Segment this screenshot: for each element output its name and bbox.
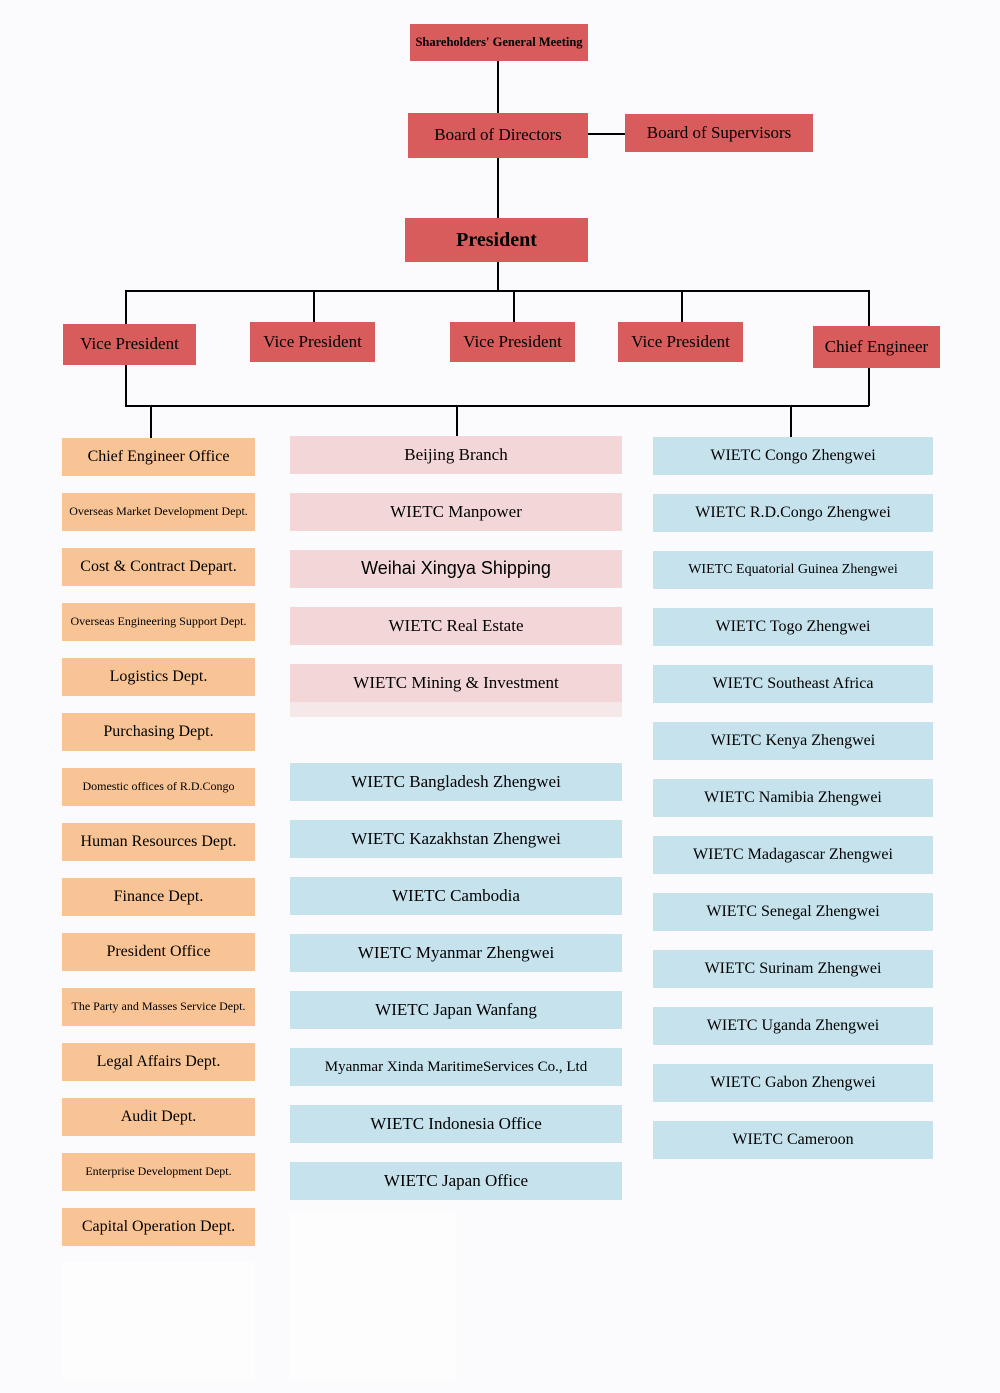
connector-line [125, 405, 869, 407]
dept-box: Capital Operation Dept. [62, 1208, 255, 1246]
connector-line [681, 290, 683, 322]
branch-box: Weihai Xingya Shipping [290, 550, 622, 588]
overseas-box: WIETC R.D.Congo Zhengwei [653, 494, 933, 532]
dept-box: Logistics Dept. [62, 658, 255, 696]
box-vice-president-4: Vice President [618, 322, 743, 362]
overseas-box: WIETC Equatorial Guinea Zhengwei [653, 551, 933, 589]
connector-line [125, 365, 127, 406]
dept-box: Legal Affairs Dept. [62, 1043, 255, 1081]
dept-box: Cost & Contract Depart. [62, 548, 255, 586]
overseas-column-middle: WIETC Bangladesh Zhengwei WIETC Kazakhst… [290, 763, 622, 1200]
connector-line [125, 290, 127, 324]
box-president: President [405, 218, 588, 262]
overseas-box: WIETC Congo Zhengwei [653, 437, 933, 475]
overseas-column-right: WIETC Congo Zhengwei WIETC R.D.Congo Zhe… [653, 437, 933, 1159]
box-vice-president-2: Vice President [250, 322, 375, 362]
branch-box: WIETC Real Estate [290, 607, 622, 645]
overseas-box: Myanmar Xinda MaritimeServices Co., Ltd [290, 1048, 622, 1086]
dept-box: Human Resources Dept. [62, 823, 255, 861]
connector-line [868, 290, 870, 326]
dept-box: Finance Dept. [62, 878, 255, 916]
overseas-box: WIETC Cameroon [653, 1121, 933, 1159]
connector-line [497, 158, 499, 218]
overseas-box: WIETC Gabon Zhengwei [653, 1064, 933, 1102]
overseas-box: WIETC Togo Zhengwei [653, 608, 933, 646]
dept-box: Overseas Engineering Support Dept. [62, 603, 255, 641]
overseas-box: WIETC Madagascar Zhengwei [653, 836, 933, 874]
connector-line [150, 405, 152, 438]
background-strip [62, 1262, 255, 1380]
overseas-box: WIETC Cambodia [290, 877, 622, 915]
box-vice-president-1: Vice President [63, 324, 196, 365]
box-board-of-supervisors: Board of Supervisors [625, 114, 813, 152]
overseas-box: WIETC Kazakhstan Zhengwei [290, 820, 622, 858]
overseas-box: WIETC Surinam Zhengwei [653, 950, 933, 988]
branch-box: WIETC Manpower [290, 493, 622, 531]
dept-box: Enterprise Development Dept. [62, 1153, 255, 1191]
branch-box: WIETC Mining & Investment [290, 664, 622, 702]
overseas-box: WIETC Japan Office [290, 1162, 622, 1200]
overseas-box: WIETC Uganda Zhengwei [653, 1007, 933, 1045]
connector-line [588, 133, 625, 135]
dept-box: Audit Dept. [62, 1098, 255, 1136]
dept-box: The Party and Masses Service Dept. [62, 988, 255, 1026]
overseas-box: WIETC Namibia Zhengwei [653, 779, 933, 817]
dept-box: President Office [62, 933, 255, 971]
dept-box: Overseas Market Development Dept. [62, 493, 255, 531]
branch-box: Beijing Branch [290, 436, 622, 474]
connector-line [313, 290, 315, 322]
overseas-box: WIETC Japan Wanfang [290, 991, 622, 1029]
dept-box: Chief Engineer Office [62, 438, 255, 476]
box-board-of-directors: Board of Directors [408, 113, 588, 158]
box-chief-engineer: Chief Engineer [813, 326, 940, 368]
box-shareholders-general-meeting: Shareholders' General Meeting [410, 24, 588, 61]
connector-line [513, 290, 515, 322]
faded-empty-box [290, 702, 622, 717]
background-strip [290, 1212, 456, 1380]
overseas-box: WIETC Myanmar Zhengwei [290, 934, 622, 972]
branches-column: Beijing Branch WIETC Manpower Weihai Xin… [290, 436, 622, 702]
overseas-box: WIETC Bangladesh Zhengwei [290, 763, 622, 801]
overseas-box: WIETC Senegal Zhengwei [653, 893, 933, 931]
dept-box: Purchasing Dept. [62, 713, 255, 751]
overseas-box: WIETC Indonesia Office [290, 1105, 622, 1143]
overseas-box: WIETC Kenya Zhengwei [653, 722, 933, 760]
connector-line [497, 262, 499, 291]
connector-line [868, 368, 870, 406]
box-vice-president-3: Vice President [450, 322, 575, 362]
connector-line [790, 405, 792, 437]
connector-line [125, 290, 869, 292]
connector-line [456, 405, 458, 436]
connector-line [497, 60, 499, 113]
dept-box: Domestic offices of R.D.Congo [62, 768, 255, 806]
overseas-box: WIETC Southeast Africa [653, 665, 933, 703]
departments-column: Chief Engineer Office Overseas Market De… [62, 438, 255, 1246]
